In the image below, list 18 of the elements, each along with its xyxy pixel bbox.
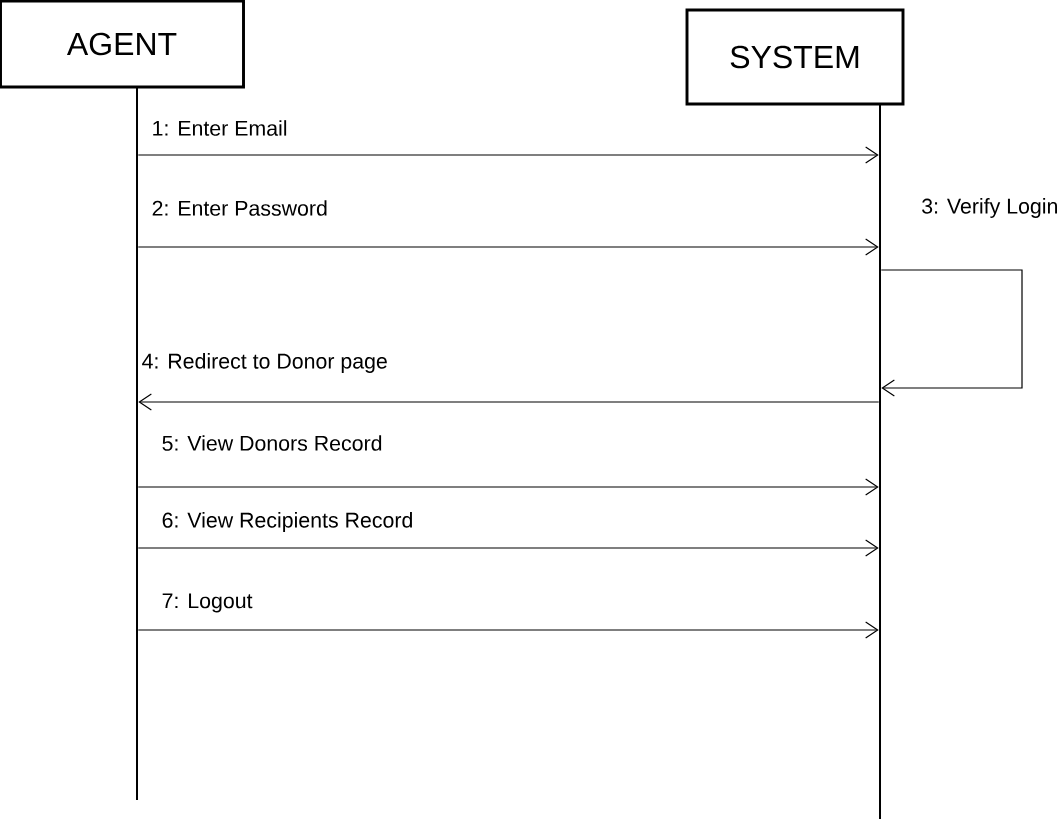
lifeline (136, 88, 138, 800)
edge-label: 5: View Donors Record (160, 433, 384, 453)
message-arrow (137, 238, 879, 256)
edge-label: 2: Enter Password (150, 198, 330, 218)
edge-label: 1: Enter Email (150, 118, 289, 138)
message-arrow (137, 146, 879, 164)
edge-label: 7: Logout (160, 592, 254, 614)
edge-label: 4: Redirect to Donor page (140, 351, 390, 375)
edge-label: 6: View Recipients Record (160, 510, 415, 534)
self-message-arrow (880, 269, 1023, 397)
message-arrow (137, 621, 879, 639)
edge-label: 3: Verify Login (919, 196, 1060, 220)
actor-box: SYSTEM (685, 8, 905, 106)
message-arrow (138, 393, 880, 411)
actor-box: AGENT (0, 0, 245, 89)
message-arrow (137, 478, 879, 496)
lifeline (879, 105, 881, 819)
message-arrow (137, 539, 879, 557)
